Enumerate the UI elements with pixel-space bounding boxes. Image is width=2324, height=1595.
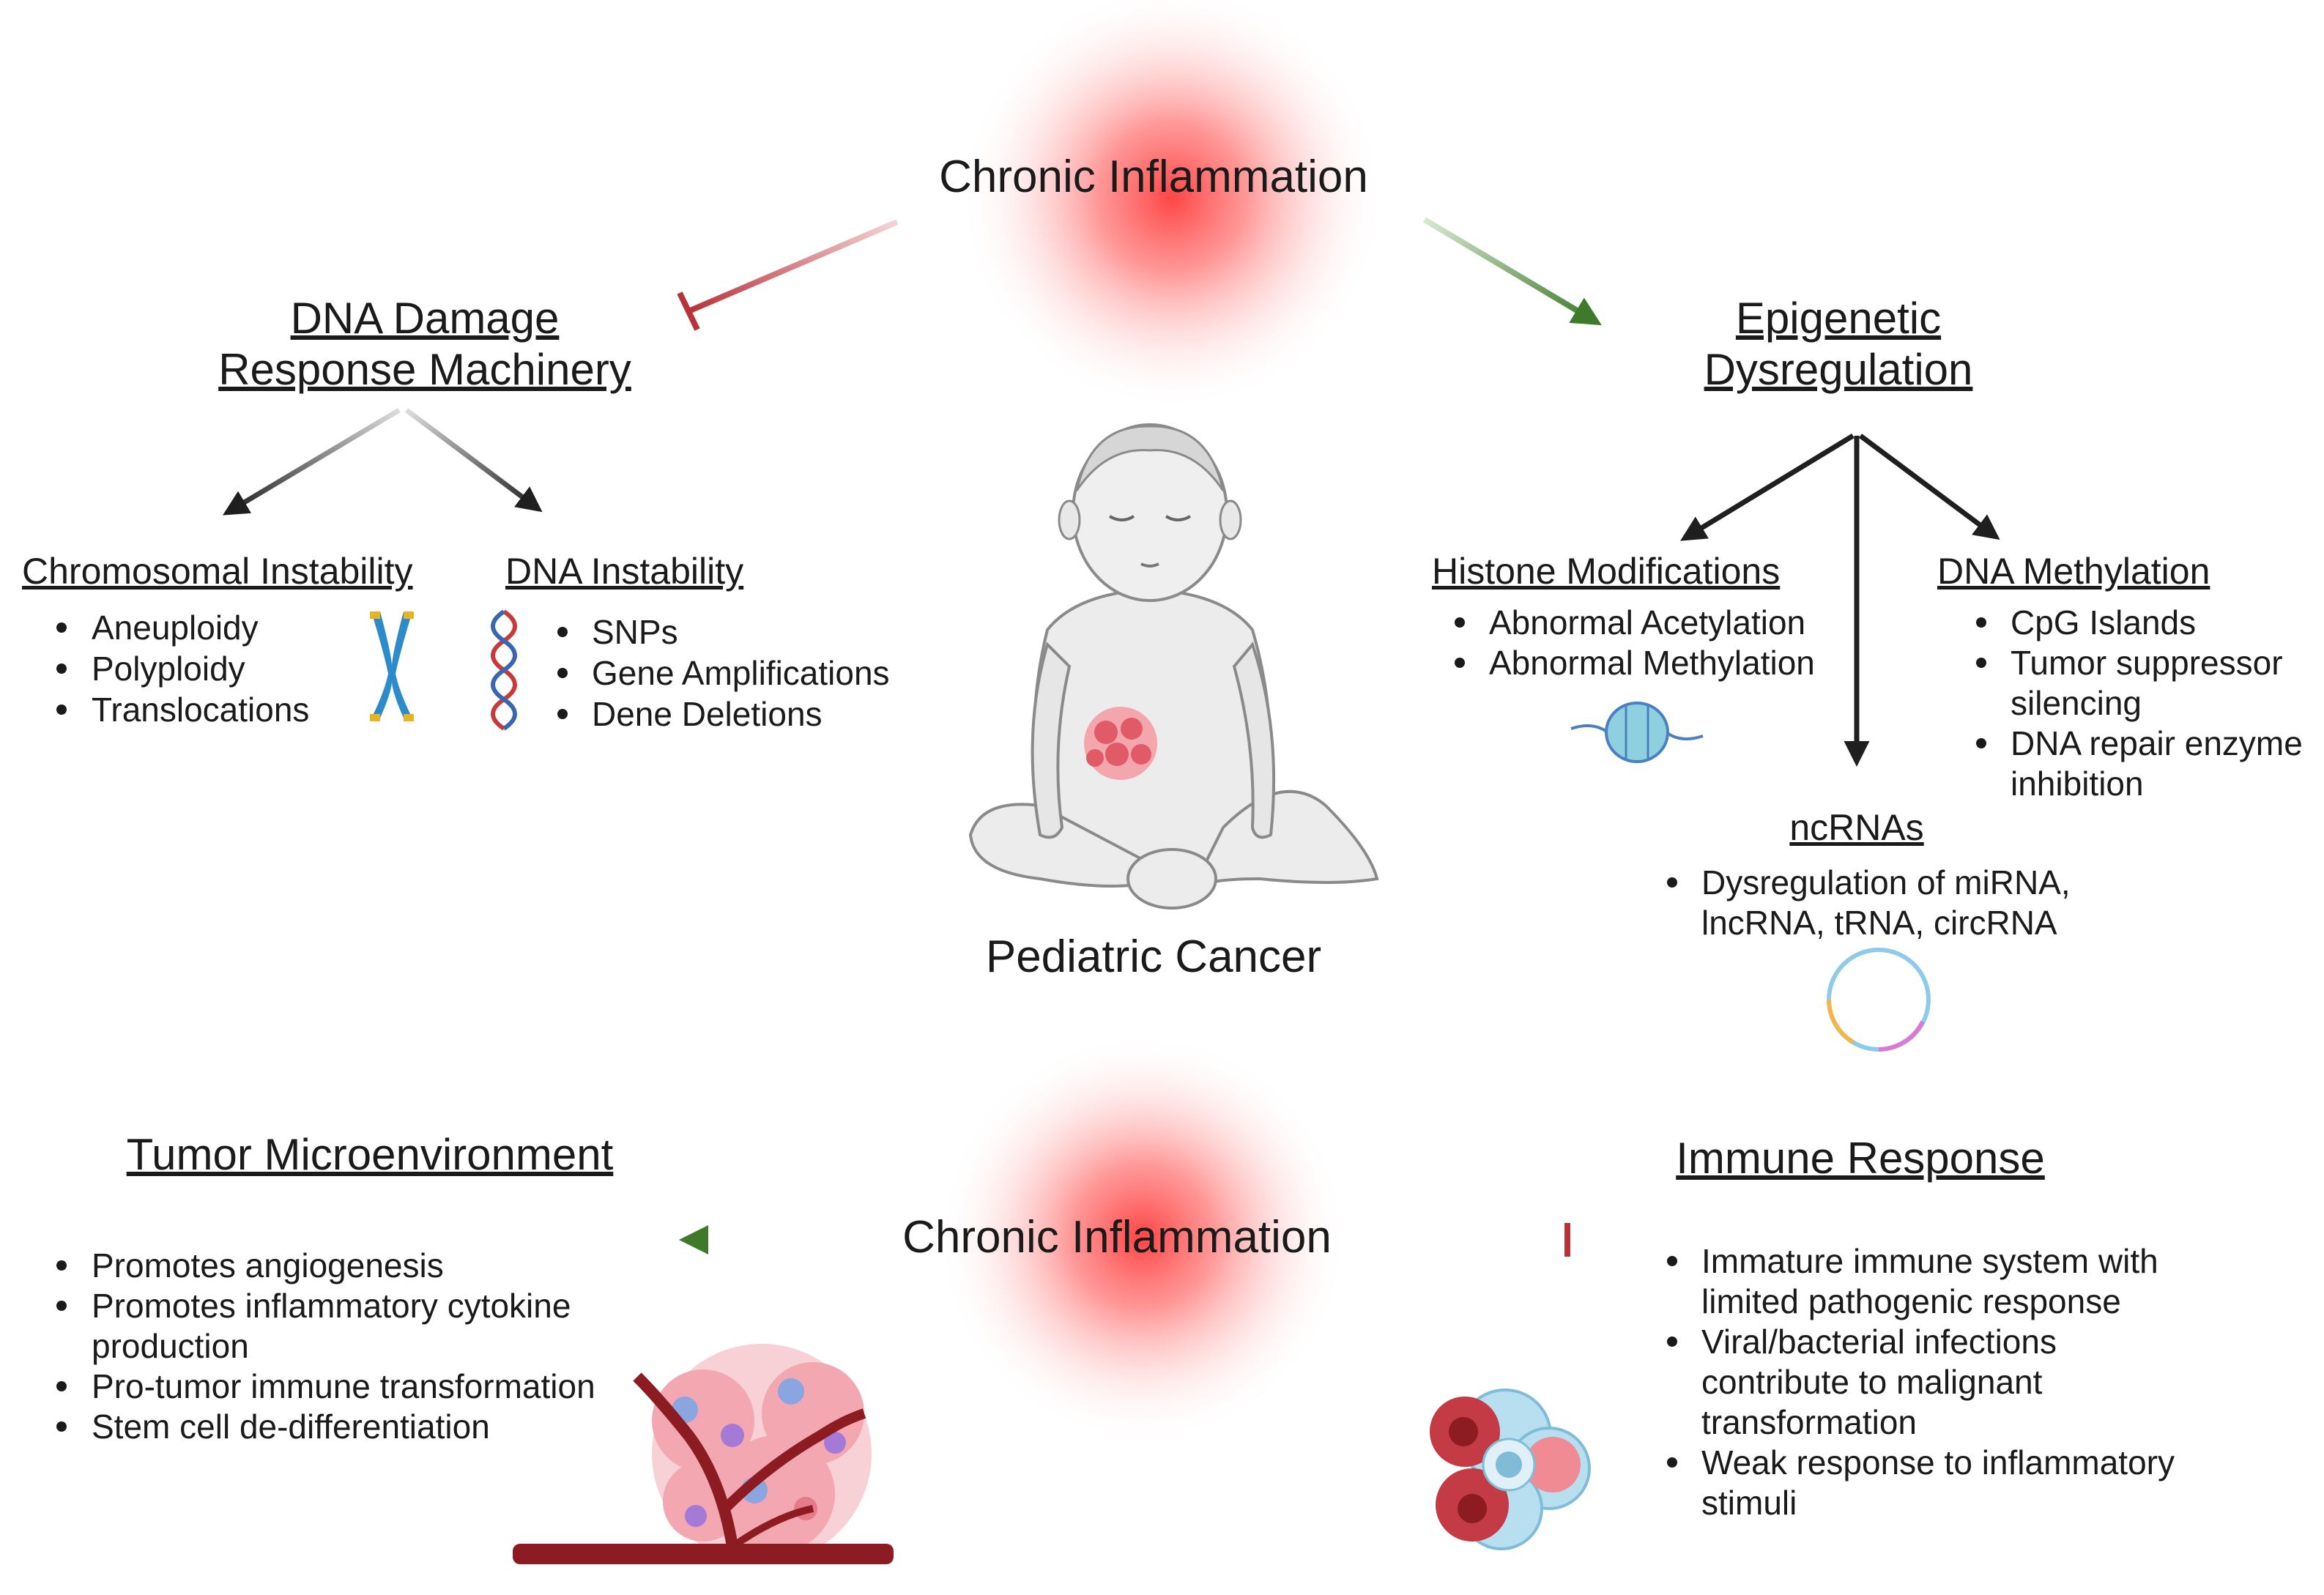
bullet-gene-amplifications: Gene Amplifications: [592, 654, 890, 692]
pediatric-cancer-label: Pediatric Cancer: [986, 932, 1321, 982]
bullet-polyploidy: Polyploidy: [92, 650, 245, 688]
bullet-abnormal-acetylation: Abnormal Acetylation: [1489, 603, 1805, 642]
epigenetic-title-line1: Epigenetic: [1736, 294, 1941, 343]
dna-methylation-bullets: CpG Islands Tumor suppressor silencing D…: [1976, 603, 2303, 803]
chronic-inflammation-bottom: Chronic Inflammation: [902, 1212, 1332, 1263]
bullet-abnormal-methylation: Abnormal Methylation: [1489, 644, 1815, 682]
bullet-aneuploidy: Aneuploidy: [92, 609, 259, 647]
bullet-viral-bacterial-cont2: transformation: [1701, 1403, 1917, 1441]
activate-arrow-epigenetic: [1422, 217, 1602, 326]
inflammation-glow-top: [959, 0, 1384, 410]
bullet-dna-repair: DNA repair enzyme: [2011, 724, 2303, 762]
bullet-immature-immune: Immature immune system with: [1701, 1242, 2158, 1280]
bullet-immature-immune-cont: limited pathogenic response: [1701, 1282, 2121, 1320]
histone-modifications-title: Histone Modifications: [1432, 551, 1780, 592]
dna-instability-bullets: SNPs Gene Amplifications Dene Deletions: [557, 613, 890, 733]
bullet-weak-response: Weak response to inflammatory: [1701, 1443, 2175, 1481]
baby-illustration: [968, 423, 1379, 910]
dna-damage-title-line1: DNA Damage: [291, 294, 560, 343]
bullet-weak-response-cont: stimuli: [1701, 1484, 1797, 1522]
bullet-cpg-islands: CpG Islands: [2011, 603, 2196, 642]
bullet-cytokine-cont: production: [92, 1327, 249, 1365]
bullet-tumor-suppressor-cont: silencing: [2011, 684, 2142, 722]
chromosome-icon: [370, 611, 414, 721]
bullet-stem-cell: Stem cell de-differentiation: [92, 1408, 490, 1446]
bullet-ncrna-line2: lncRNA, tRNA, circRNA: [1701, 904, 2057, 942]
bullet-pro-tumor: Pro-tumor immune transformation: [92, 1367, 595, 1405]
epigenetic-title-line2: Dysregulation: [1704, 345, 1973, 394]
chronic-inflammation-top: Chronic Inflammation: [939, 152, 1368, 202]
bullet-dna-repair-cont: inhibition: [2011, 765, 2144, 803]
dna-damage-branch-arrows: [222, 407, 543, 516]
bullet-dene-deletions: Dene Deletions: [592, 695, 823, 733]
bullet-viral-bacterial-cont1: contribute to malignant: [1701, 1363, 2043, 1401]
tme-bullets: Promotes angiogenesis Promotes inflammat…: [56, 1246, 595, 1446]
bullet-translocations: Translocations: [92, 691, 309, 729]
chromosomal-bullets: Aneuploidy Polyploidy Translocations: [56, 609, 309, 729]
ncrnas-title: ncRNAs: [1789, 807, 1923, 848]
nucleosome-icon: [1570, 702, 1704, 763]
chromosomal-instability-title: Chromosomal Instability: [22, 551, 413, 592]
bullet-angiogenesis: Promotes angiogenesis: [92, 1246, 444, 1284]
tumor-icon: [1084, 707, 1157, 780]
immune-cells-illustration: [1430, 1388, 1591, 1550]
immune-bullets: Immature immune system with limited path…: [1667, 1242, 2175, 1522]
bullet-viral-bacterial: Viral/bacterial infections: [1701, 1323, 2057, 1361]
inflammation-glow-bottom: [938, 1033, 1348, 1443]
tumor-vessel-illustration: [513, 1344, 894, 1564]
circular-rna-icon: [1827, 948, 1931, 1052]
dna-damage-title-line2: Response Machinery: [218, 345, 631, 394]
ncrna-bullets: Dysregulation of miRNA, lncRNA, tRNA, ci…: [1667, 863, 2071, 942]
epigenetic-branch-arrows: [1680, 434, 2000, 767]
inhibit-arrow-immune: [1377, 1223, 1570, 1257]
dna-helix-icon: [491, 609, 517, 731]
dna-instability-title: DNA Instability: [505, 551, 743, 592]
inhibit-arrow-dna-damage: [677, 219, 899, 331]
histone-bullets: Abnormal Acetylation Abnormal Methylatio…: [1455, 603, 1815, 682]
immune-response-title: Immune Response: [1676, 1134, 2045, 1183]
dna-methylation-title: DNA Methylation: [1937, 551, 2210, 592]
bullet-snps: SNPs: [592, 613, 678, 651]
bullet-cytokine: Promotes inflammatory cytokine: [92, 1287, 571, 1325]
tumor-microenvironment-title: Tumor Microenvironment: [127, 1130, 614, 1179]
bullet-ncrna-line1: Dysregulation of miRNA,: [1701, 863, 2071, 901]
bullet-tumor-suppressor: Tumor suppressor: [2011, 644, 2283, 682]
